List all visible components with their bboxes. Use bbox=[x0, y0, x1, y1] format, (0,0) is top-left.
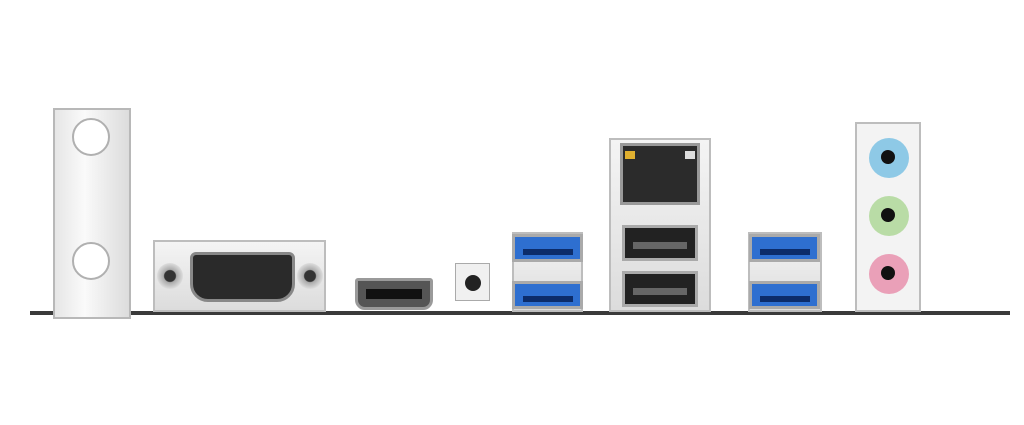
audio-panel bbox=[855, 122, 921, 312]
usb2-port bbox=[622, 271, 698, 307]
line-in-jack bbox=[869, 138, 909, 178]
flashback-button bbox=[455, 263, 490, 301]
usb2-port bbox=[622, 225, 698, 261]
vga-screw bbox=[297, 263, 323, 289]
vga-screw bbox=[157, 263, 183, 289]
io-shield-baseline bbox=[30, 311, 1010, 315]
rj45-port bbox=[620, 143, 700, 205]
lan-led bbox=[625, 151, 635, 159]
usb3-port bbox=[512, 234, 583, 262]
bracket-hole bbox=[72, 118, 110, 156]
mounting-bracket bbox=[53, 108, 131, 319]
usb3-port bbox=[512, 281, 583, 309]
line-out-jack bbox=[869, 196, 909, 236]
hdmi-port bbox=[355, 278, 433, 310]
vga-port bbox=[190, 252, 295, 302]
lan-led bbox=[685, 151, 695, 159]
bracket-hole bbox=[72, 242, 110, 280]
usb3-port bbox=[749, 234, 820, 262]
mic-jack bbox=[869, 254, 909, 294]
usb3-port bbox=[749, 281, 820, 309]
